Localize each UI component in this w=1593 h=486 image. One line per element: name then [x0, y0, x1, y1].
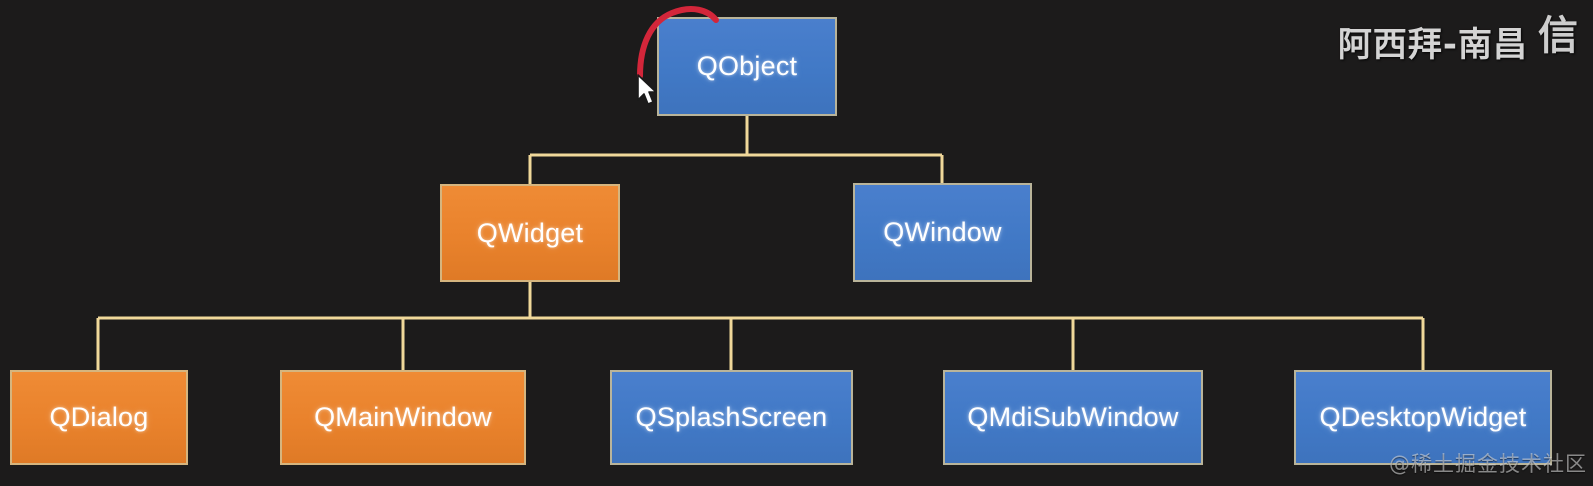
node-qmdisubwindow[interactable]: QMdiSubWindow	[943, 370, 1203, 465]
node-qwindow[interactable]: QWindow	[853, 183, 1032, 282]
node-label: QMainWindow	[314, 402, 492, 432]
node-qdialog[interactable]: QDialog	[10, 370, 188, 465]
node-label: QWindow	[883, 217, 1002, 247]
node-label: QMdiSubWindow	[967, 402, 1179, 432]
node-label: QObject	[696, 51, 798, 81]
node-label: QDesktopWidget	[1319, 402, 1527, 432]
node-label: QSplashScreen	[635, 402, 828, 432]
node-label: QWidget	[476, 217, 584, 248]
node-qdesktopwidget[interactable]: QDesktopWidget	[1294, 370, 1552, 465]
node-qobject[interactable]: QObject	[657, 17, 837, 116]
node-qmainwindow[interactable]: QMainWindow	[280, 370, 526, 465]
watermark-top-partial-glyph: 信	[1538, 13, 1579, 59]
node-qwidget[interactable]: QWidget	[440, 184, 620, 282]
watermark-top-right: 阿西拜-南昌 信	[1337, 13, 1579, 66]
node-label: QDialog	[49, 402, 149, 432]
node-qsplashscreen[interactable]: QSplashScreen	[610, 370, 853, 465]
watermark-top-text: 阿西拜-南昌	[1337, 25, 1528, 65]
mouse-cursor-icon	[637, 74, 657, 105]
watermark-bottom-right: @稀土掘金技术社区	[1389, 452, 1587, 476]
